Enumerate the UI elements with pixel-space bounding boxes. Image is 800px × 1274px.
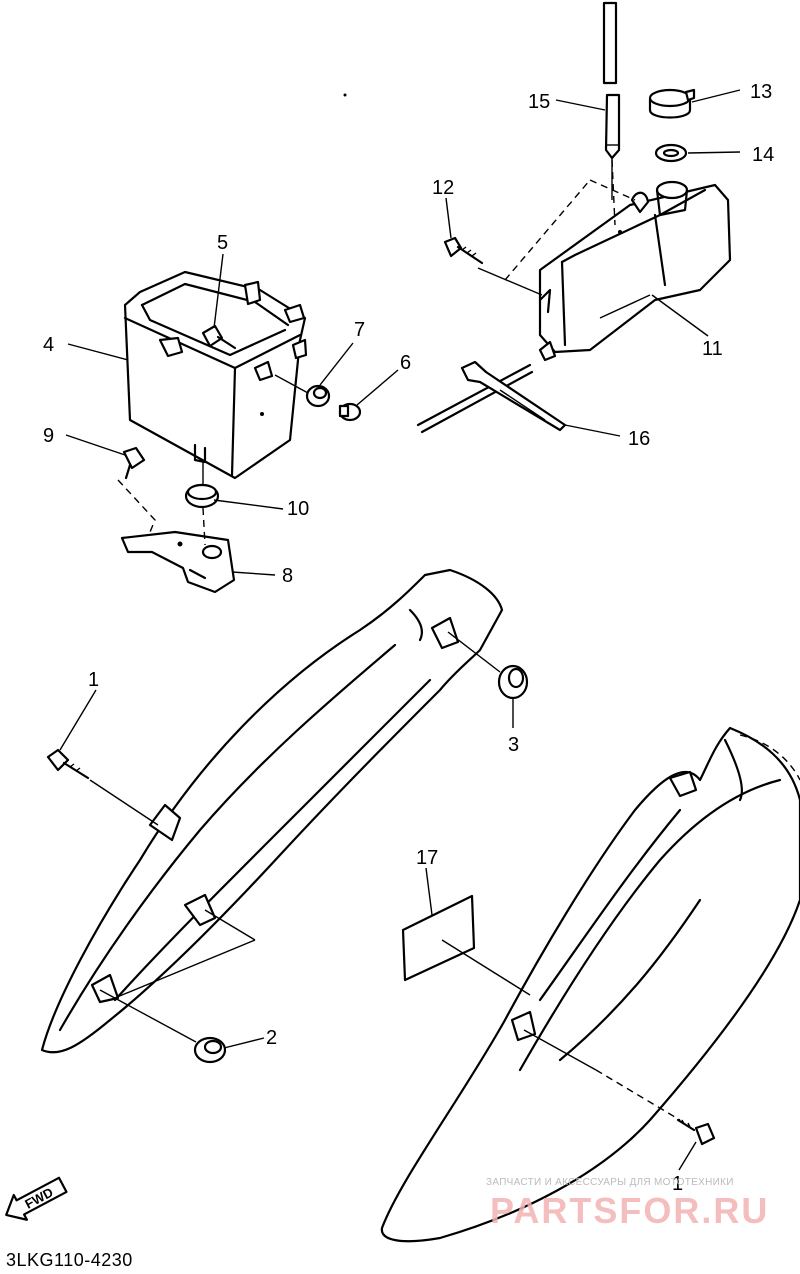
diagram-code: 3LKG110-4230 (6, 1250, 133, 1270)
callout-17: 17 (416, 847, 438, 869)
watermark-brand: PARTSFOR.RU (490, 1190, 770, 1231)
part-screw-1-right (676, 1118, 716, 1146)
callout-5: 5 (217, 232, 228, 254)
callout-1-right: 1 (672, 1173, 683, 1195)
callout-1-left: 1 (88, 669, 99, 691)
part-label-plate (401, 894, 476, 982)
part-rod (602, 1, 621, 160)
part-side-cover-left (40, 568, 504, 1054)
callout-12: 12 (432, 177, 454, 199)
callout-11: 11 (702, 338, 723, 360)
part-grommet-7 (305, 384, 331, 408)
callout-16: 16 (628, 428, 650, 450)
callout-9: 9 (43, 425, 54, 447)
forward-arrow-icon: FWD (5, 1176, 68, 1221)
callout-10: 10 (287, 498, 309, 520)
callout-13: 13 (750, 81, 772, 103)
part-grommet-2 (193, 1036, 227, 1064)
callout-15: 15 (528, 91, 550, 113)
part-cable-tie (416, 360, 567, 434)
callout-6: 6 (400, 352, 411, 374)
watermark-caption: ЗАПЧАСТИ И АКСЕССУАРЫ ДЛЯ МОТОТЕХНИКИ (486, 1177, 734, 1188)
callout-14: 14 (752, 144, 774, 166)
part-bracket (120, 530, 236, 594)
part-side-cover-right (380, 726, 800, 1243)
callout-3: 3 (508, 734, 519, 756)
part-grommet-3 (497, 664, 529, 700)
part-screw-12 (443, 236, 484, 265)
part-cap (648, 88, 696, 119)
callout-8: 8 (282, 565, 293, 587)
part-bolt-9 (122, 446, 146, 480)
part-collar-6 (338, 402, 362, 422)
part-grommet-10 (184, 483, 220, 509)
part-reservoir-tank (538, 180, 732, 362)
callout-4: 4 (43, 334, 54, 356)
callout-2: 2 (266, 1027, 277, 1049)
callout-labels: 1 2 3 4 5 6 7 8 9 10 11 12 13 14 15 16 1… (43, 81, 774, 1195)
part-washer (654, 143, 688, 163)
part-bolt-5 (201, 324, 237, 350)
callout-7: 7 (354, 319, 365, 341)
leader-lines (59, 89, 741, 1171)
part-battery-box (123, 270, 308, 480)
part-screw-1-left (46, 748, 90, 780)
